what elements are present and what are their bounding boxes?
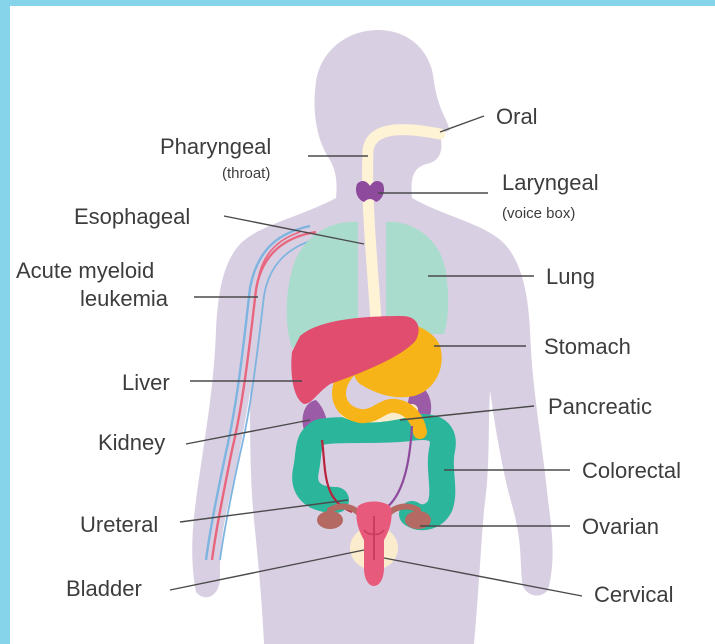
label-oral: Oral — [496, 104, 538, 129]
label-cervical: Cervical — [594, 582, 673, 607]
label-pharyngeal: Pharyngeal — [160, 134, 271, 159]
label-aml-line1: Acute myeloid — [16, 258, 154, 283]
label-kidney: Kidney — [98, 430, 165, 455]
label-laryngeal-sub: (voice box) — [502, 205, 575, 222]
label-pharyngeal-sub: (throat) — [222, 165, 270, 182]
label-esophageal: Esophageal — [74, 204, 190, 229]
label-ureteral: Ureteral — [80, 512, 158, 537]
cancer-sites-diagram: Oral Pharyngeal (throat) Laryngeal (voic… — [10, 6, 715, 644]
diagram-frame: Oral Pharyngeal (throat) Laryngeal (voic… — [10, 6, 715, 644]
label-pancreatic: Pancreatic — [548, 394, 652, 419]
label-bladder: Bladder — [66, 576, 142, 601]
label-ovarian: Ovarian — [582, 514, 659, 539]
label-lung: Lung — [546, 264, 595, 289]
label-stomach: Stomach — [544, 334, 631, 359]
label-laryngeal: Laryngeal — [502, 170, 599, 195]
label-colorectal: Colorectal — [582, 458, 681, 483]
label-liver: Liver — [122, 370, 170, 395]
label-aml-line2: leukemia — [80, 286, 169, 311]
